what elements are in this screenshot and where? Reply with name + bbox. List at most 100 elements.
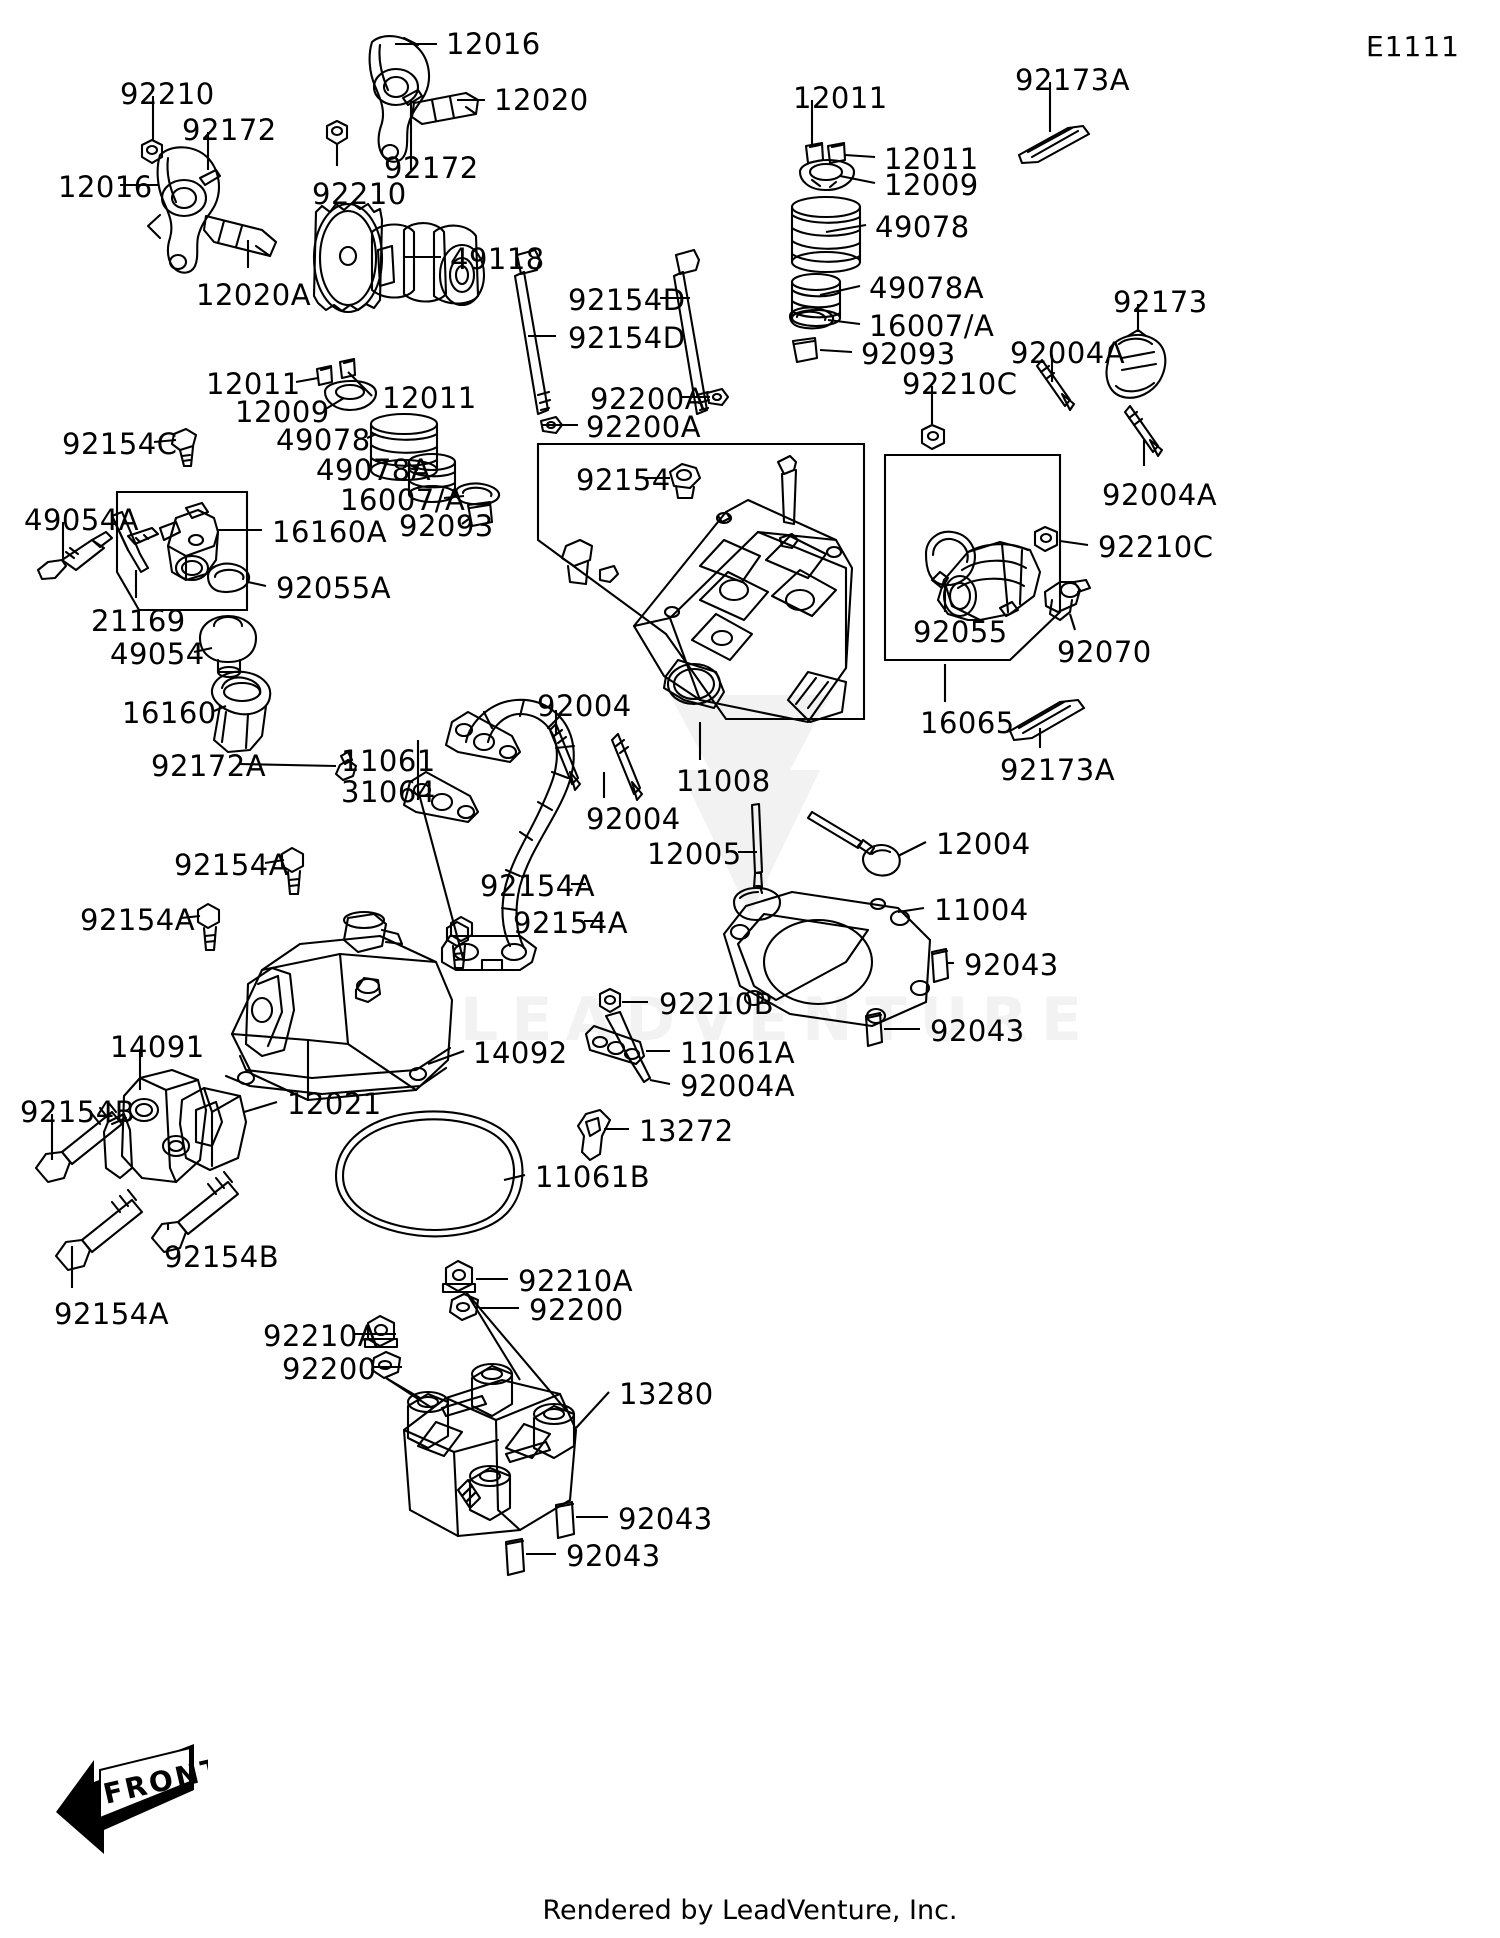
callout-31064[interactable]: 31064 [341,775,436,809]
callout-92154A-5[interactable]: 92154A [54,1297,170,1331]
callout-92154D-upper[interactable]: 92154D [568,283,686,317]
callout-92004A-upper[interactable]: 92004A [1010,336,1126,370]
callout-12021[interactable]: 12021 [287,1087,382,1121]
leader-13280 [575,1391,610,1429]
callout-92210A-lower[interactable]: 92210A [263,1319,379,1353]
callout-12011-mid-right[interactable]: 12011 [382,381,477,415]
callout-14092[interactable]: 14092 [473,1036,568,1070]
part-92210-nut-left [140,138,164,165]
callout-92210B[interactable]: 92210B [659,987,775,1021]
callout-12005[interactable]: 12005 [647,837,742,871]
part-92093-seal-right [791,336,819,364]
callout-92200A-lower[interactable]: 92200A [586,410,702,444]
callout-92004-lower[interactable]: 92004 [586,802,681,836]
callout-11061A[interactable]: 11061A [680,1036,796,1070]
part-92055-o-ring [924,530,976,586]
callout-13272[interactable]: 13272 [639,1114,734,1148]
callout-12009-left[interactable]: 12009 [235,395,330,429]
callout-12011-right[interactable]: 12011 [884,142,979,176]
sheet-code: E1111 [1366,30,1460,63]
callout-12016-left[interactable]: 12016 [58,170,153,204]
callout-16065[interactable]: 16065 [920,706,1015,740]
callout-92004-upper[interactable]: 92004 [537,689,632,723]
callout-92173A-lower[interactable]: 92173A [1000,753,1116,787]
callout-92210-upper-left[interactable]: 92210 [120,77,215,111]
part-92172-pin-center [401,88,424,107]
callout-11004[interactable]: 11004 [934,893,1029,927]
callout-92070[interactable]: 92070 [1057,635,1152,669]
callout-92154A-4[interactable]: 92154A [513,906,629,940]
callout-92210-center[interactable]: 92210 [312,177,407,211]
part-12011-keeper-right-b [826,141,847,165]
leader-92200-to-boss-4 [385,1377,421,1399]
callout-12009-right[interactable]: 12009 [884,168,979,202]
callout-92210A-upper[interactable]: 92210A [518,1264,634,1298]
callout-92055[interactable]: 92055 [913,615,1008,649]
callout-49078A-left[interactable]: 49078A [316,453,432,487]
callout-92154A-2[interactable]: 92154A [480,869,596,903]
callout-49078-right[interactable]: 49078 [875,210,970,244]
part-49078A-spring-right [790,272,842,328]
callout-92154B-1[interactable]: 92154B [20,1095,136,1129]
callout-12020[interactable]: 12020 [494,83,589,117]
leader-92055A [247,580,267,588]
callout-92210C-upper[interactable]: 92210C [902,367,1018,401]
callout-49054A[interactable]: 49054A [24,503,140,537]
callout-92154B-2[interactable]: 92154B [164,1240,280,1274]
callout-92043-bottom-1[interactable]: 92043 [618,1502,713,1536]
leader-92200-to-boss-3 [385,1377,433,1409]
callout-92043-bottom-2[interactable]: 92043 [566,1539,661,1573]
callout-12011-top-right[interactable]: 12011 [793,81,888,115]
callout-13280[interactable]: 13280 [619,1377,714,1411]
callout-16160A[interactable]: 16160A [272,515,388,549]
callout-92200-lower[interactable]: 92200 [282,1352,377,1386]
part-92043-dowel-right-upper [930,947,950,984]
callout-92172-upper-left[interactable]: 92172 [182,113,277,147]
callout-92154A-1[interactable]: 92154A [174,848,290,882]
callout-92154A-3[interactable]: 92154A [80,903,196,937]
part-49054-plug-cap [198,614,258,679]
callout-49078A-right[interactable]: 49078A [869,271,985,305]
leader-31064 [416,789,466,963]
callout-92043-right-lower[interactable]: 92043 [930,1014,1025,1048]
callout-92043-right-upper[interactable]: 92043 [964,948,1059,982]
callout-12011-mid-left[interactable]: 12011 [206,367,301,401]
callout-16160[interactable]: 16160 [122,696,217,730]
callout-92154C[interactable]: 92154C [62,427,178,461]
part-12020A-rocker-shaft [202,214,278,258]
callout-16007A-right[interactable]: 16007/A [869,309,995,343]
callout-92210C-lower[interactable]: 92210C [1098,530,1214,564]
leader-92200-to-boss-1 [465,1291,521,1381]
callout-49078-left[interactable]: 49078 [276,423,371,457]
callout-92004A-bottom[interactable]: 92004A [680,1069,796,1103]
callout-14091[interactable]: 14091 [110,1030,205,1064]
part-92200A-washer-upper [705,387,730,407]
callout-92173[interactable]: 92173 [1113,285,1208,319]
callout-11061[interactable]: 11061 [341,744,436,778]
callout-92200-upper[interactable]: 92200 [529,1293,624,1327]
callout-92154-inbox[interactable]: 92154 [576,463,671,497]
part-92055A-o-ring [206,562,251,594]
part-13272-plate [576,1108,612,1162]
callout-92055A[interactable]: 92055A [276,571,392,605]
callout-92154D-lower[interactable]: 92154D [568,321,686,355]
callout-21169[interactable]: 21169 [91,604,186,638]
callout-92173A-upper[interactable]: 92173A [1015,63,1131,97]
callout-12020A[interactable]: 12020A [196,278,312,312]
callout-49118[interactable]: 49118 [450,242,545,276]
callout-92172A[interactable]: 92172A [151,749,267,783]
callout-92093-left[interactable]: 92093 [399,509,494,543]
part-12020-rocker-shaft [410,91,480,126]
callout-12016-top[interactable]: 12016 [446,27,541,61]
callout-11061B[interactable]: 11061B [535,1160,651,1194]
callout-92093-right[interactable]: 92093 [861,337,956,371]
leader-92004A-bottom [649,1078,671,1086]
callout-49054[interactable]: 49054 [110,637,205,671]
part-92173A-clamp-lower [1008,698,1086,742]
callout-12004[interactable]: 12004 [936,827,1031,861]
callout-92004A-lower[interactable]: 92004A [1102,478,1218,512]
part-92004A-plate-bottom [604,1010,652,1084]
callout-11008[interactable]: 11008 [676,764,771,798]
part-92004A-stud-lower [1123,404,1164,458]
